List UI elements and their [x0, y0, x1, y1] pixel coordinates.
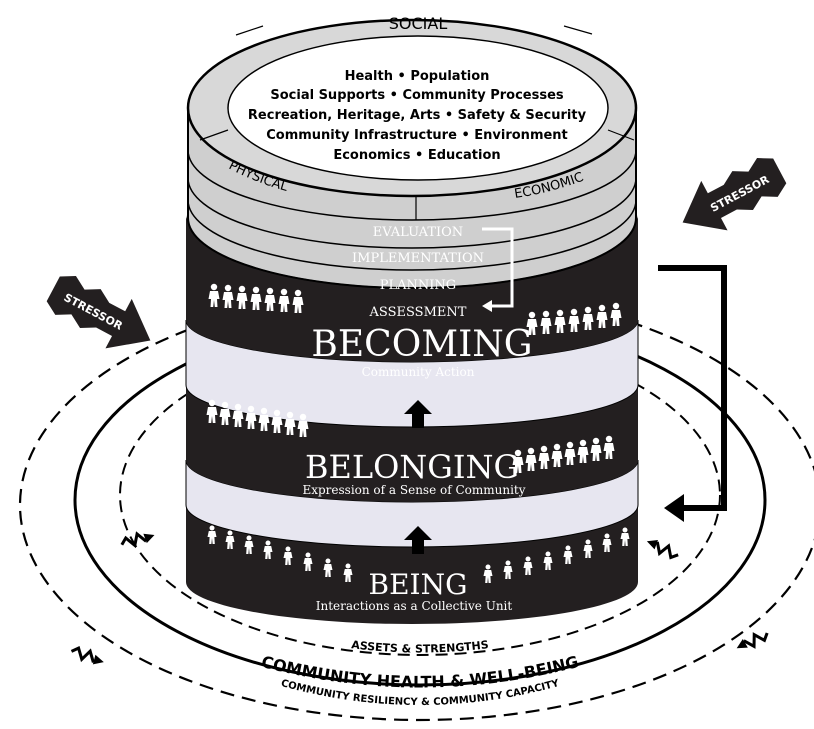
ring-zigzag-arrow-icon: [70, 646, 104, 665]
stressor-right-arrow-icon: STRESSOR: [682, 158, 787, 231]
factor-line: Health • Population: [345, 69, 490, 84]
ring-zigzag-arrow-icon: [646, 540, 679, 560]
ring-inner-label: ASSETS & STRENGTHS: [351, 638, 490, 655]
ring-zigzag-arrow-icon: [120, 531, 155, 549]
factors-list: Health • Population Social Supports • Co…: [248, 69, 587, 163]
ring-zigzag-arrow-icon: [736, 632, 769, 649]
up-arrow-icon: [404, 526, 432, 554]
being-subtitle: Interactions as a Collective Unit: [316, 599, 513, 613]
feedback-arrow-icon: [658, 265, 727, 522]
belonging-band: [186, 385, 638, 502]
process-cycle: EVALUATION IMPLEMENTATION PLANNING ASSES…: [352, 225, 484, 320]
factor-line: Economics • Education: [333, 148, 500, 163]
being-title: BEING: [369, 568, 468, 601]
process-step: ASSESSMENT: [369, 305, 467, 320]
process-step: EVALUATION: [373, 225, 463, 240]
being-band: [186, 505, 638, 624]
top-disk: [186, 18, 638, 198]
factor-line: Community Infrastructure • Environment: [266, 128, 568, 143]
factor-line: Social Supports • Community Processes: [270, 88, 564, 103]
cycle-return-arrow-icon: [482, 227, 514, 312]
becoming-title: BECOMING: [311, 324, 532, 365]
process-step: PLANNING: [380, 278, 456, 293]
belonging-subtitle: Expression of a Sense of Community: [302, 483, 525, 497]
factor-line: Recreation, Heritage, Arts • Safety & Se…: [248, 108, 587, 123]
up-arrow-icon: [404, 400, 432, 428]
process-step: IMPLEMENTATION: [352, 251, 484, 266]
becoming-subtitle: Community Action: [362, 365, 475, 379]
belonging-title: BELONGING: [305, 448, 519, 486]
social-label: SOCIAL: [389, 14, 448, 33]
